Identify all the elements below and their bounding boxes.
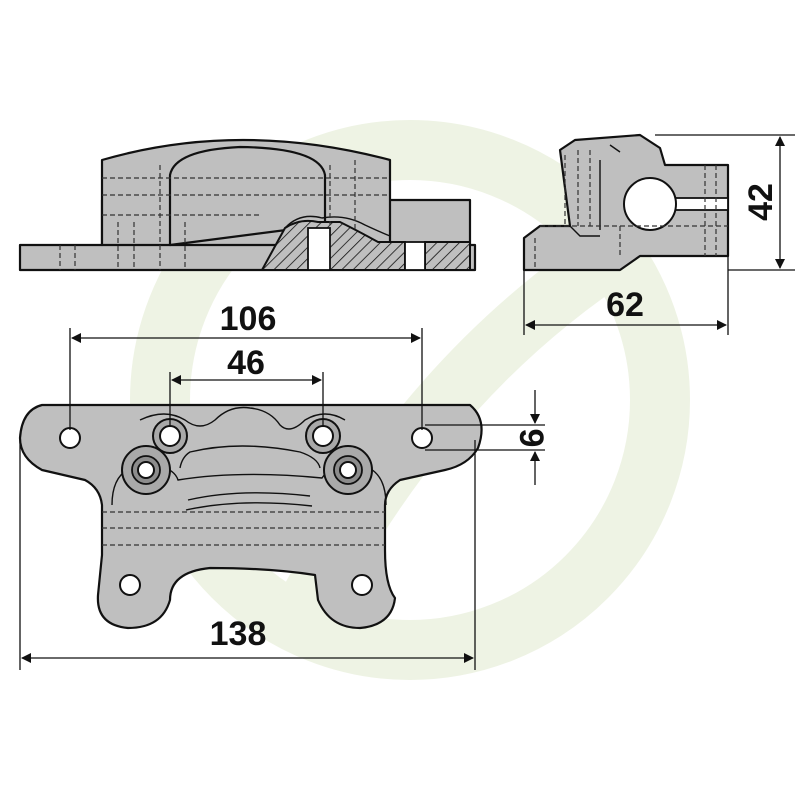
dimension-total-width: 138 xyxy=(19,440,476,670)
dimension-inner-width: 46 xyxy=(169,344,324,426)
dimension-hole-offset: 9 xyxy=(425,390,550,485)
dimension-height: 42 xyxy=(655,134,795,271)
dimension-46-label: 46 xyxy=(227,344,265,382)
dimension-top-width: 106 xyxy=(69,300,423,430)
dimension-side-width: 62 xyxy=(523,256,729,335)
front-view xyxy=(18,138,477,272)
dimension-138-label: 138 xyxy=(210,615,267,653)
dimension-42-label: 42 xyxy=(742,183,780,221)
dimension-9-label: 9 xyxy=(512,429,550,448)
dimension-106-label: 106 xyxy=(220,300,277,338)
dimension-62-label: 62 xyxy=(606,286,644,324)
side-view xyxy=(522,133,730,272)
top-view xyxy=(18,403,483,630)
